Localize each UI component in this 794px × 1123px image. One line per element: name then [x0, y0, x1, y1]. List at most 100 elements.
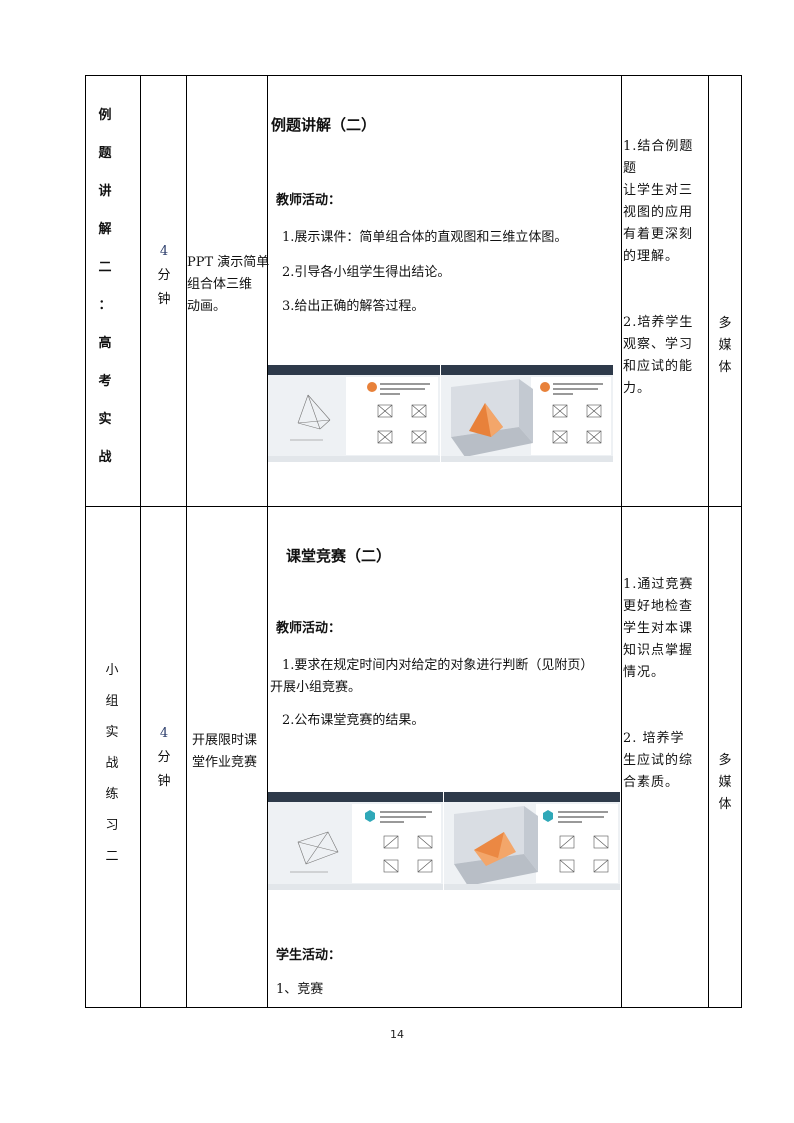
table-border — [267, 75, 268, 1008]
page-number: 14 — [390, 1028, 404, 1041]
duration: 4 分 钟 — [150, 240, 178, 312]
duration-number: 4 — [159, 726, 169, 741]
goal-line: 观察、学习 — [623, 337, 694, 352]
question-text-lines — [553, 383, 603, 395]
teaching-method: 开展限时课 堂作业竞赛 — [192, 730, 267, 774]
resource-char: 多 — [718, 316, 732, 331]
table-border — [708, 75, 709, 1008]
goal-line: 视图的应用 — [623, 205, 694, 220]
teaching-goals: 1.通过竞赛 更好地检查 学生对本课 知识点掌握 情况。 2. 培养学 生应试的… — [623, 574, 703, 794]
question-text-lines — [380, 811, 432, 823]
stage-char: 战 — [105, 756, 119, 771]
section-title: 课堂竞赛（二） — [286, 547, 392, 565]
resource-char: 体 — [718, 360, 732, 375]
stage-label: 小 组 实 战 练 习 二 — [103, 655, 121, 872]
table-border — [85, 75, 86, 1008]
question-text-lines — [380, 383, 430, 395]
teacher-activity-label: 教师活动： — [276, 621, 342, 636]
slide-bottombar — [441, 456, 613, 462]
resources: 多 媒 体 — [716, 750, 734, 816]
answer-option-boxes — [383, 835, 433, 873]
resource-char: 媒 — [718, 338, 732, 353]
teaching-goals: 1.结合例题题 让学生对三 视图的应用 有着更深刻 的理解。 2.培养学生 观察… — [623, 136, 703, 400]
duration-unit: 分 — [157, 750, 171, 765]
table-border — [85, 75, 742, 76]
goal-line — [623, 706, 703, 728]
stage-char: 练 — [105, 787, 119, 802]
practice-badge-icon — [365, 810, 375, 822]
duration-unit: 分 — [157, 268, 171, 283]
resources: 多 媒 体 — [716, 313, 734, 379]
stage-char: 战 — [98, 450, 112, 465]
method-line: 动画。 — [187, 299, 227, 314]
activity-item: 开展小组竞赛。 — [270, 680, 362, 695]
stage-label: 例 题 讲 解 二 ： 高 考 实 战 — [95, 104, 115, 484]
wireframe-lines — [290, 394, 331, 441]
activity-item: 3.给出正确的解答过程。 — [282, 299, 425, 314]
method-line: 开展限时课 — [192, 733, 258, 748]
stage-char: 实 — [98, 412, 112, 427]
section-title: 例题讲解（二） — [271, 116, 377, 134]
answer-option-boxes — [377, 404, 427, 444]
goal-line: 生应试的综 — [623, 753, 694, 768]
stage-char: 二 — [105, 849, 119, 864]
goal-line — [623, 268, 703, 290]
goal-line: 有着更深刻 — [623, 227, 694, 242]
stage-char: 组 — [105, 694, 119, 709]
stage-char: 例 — [98, 108, 112, 123]
stage-char: 题 — [98, 146, 112, 161]
duration-unit: 钟 — [157, 774, 171, 789]
slide-bottombar — [444, 884, 620, 890]
answer-option-boxes — [552, 404, 602, 444]
teacher-activity-label: 教师活动： — [276, 193, 342, 208]
stage-char: 习 — [105, 818, 119, 833]
slide-screenshot — [444, 792, 620, 890]
goal-line: 2.培养学生 — [623, 315, 694, 330]
example-badge-icon — [540, 382, 550, 392]
practice-badge-icon — [543, 810, 553, 822]
slide-topbar — [441, 365, 613, 375]
goal-line: 1.通过竞赛 — [623, 577, 694, 592]
duration: 4 分 钟 — [150, 722, 178, 794]
orange-pyramid-face — [485, 403, 503, 437]
method-line: PPT 演示简单 — [187, 255, 270, 270]
room-floor — [454, 854, 538, 886]
activity-item: 2.引导各小组学生得出结论。 — [282, 265, 451, 280]
wireframe-lines — [290, 831, 339, 873]
stage-char: 实 — [105, 725, 119, 740]
table-border — [186, 75, 187, 1008]
goal-line: 2. 培养学 — [623, 731, 685, 746]
student-activity-item: 1、竞赛 — [276, 982, 324, 997]
slide-screenshot — [268, 792, 443, 890]
goal-line: 让学生对三 — [623, 183, 694, 198]
wireframe-pyramid — [290, 382, 430, 444]
table-border — [621, 75, 622, 1008]
duration-unit: 钟 — [157, 292, 171, 307]
answer-option-boxes — [559, 835, 609, 873]
student-activity-label: 学生活动： — [276, 948, 342, 963]
room-floor — [451, 427, 533, 457]
slide-screenshot — [268, 365, 440, 462]
wireframe-prism — [290, 810, 433, 873]
slide-screenshot — [441, 365, 613, 462]
goal-line: 知识点掌握 — [623, 643, 694, 658]
teaching-method: PPT 演示简单 组合体三维 动画。 — [187, 252, 270, 318]
duration-number: 4 — [159, 244, 169, 259]
3d-pyramid-room — [451, 379, 603, 457]
table-border — [140, 75, 141, 1008]
table-border — [85, 506, 742, 507]
activity-item: 2.公布课堂竞赛的结果。 — [282, 713, 425, 728]
room-side-wall — [519, 379, 533, 443]
goal-line — [623, 290, 703, 312]
stage-char: 解 — [98, 222, 112, 237]
table-border — [741, 75, 742, 1008]
table-border — [85, 1007, 742, 1008]
goal-line: 更好地检查 — [623, 599, 694, 614]
slide-bottombar — [268, 884, 443, 890]
example-badge-icon — [367, 382, 377, 392]
goal-line: 力。 — [623, 381, 652, 396]
resource-char: 多 — [718, 753, 732, 768]
activity-item: 1.要求在规定时间内对给定的对象进行判断（见附页） — [282, 658, 594, 673]
goal-line: 和应试的能 — [623, 359, 694, 374]
goal-line — [623, 684, 703, 706]
